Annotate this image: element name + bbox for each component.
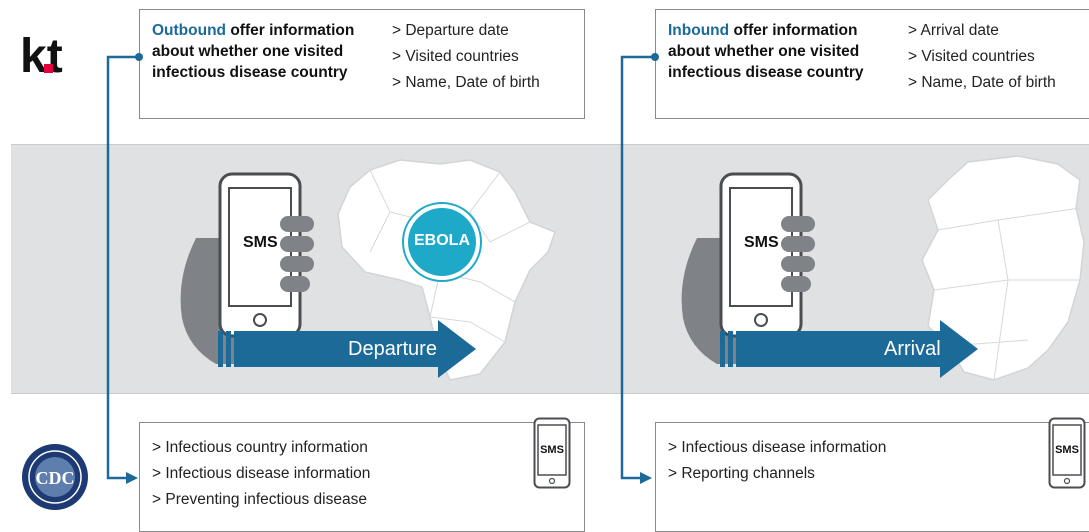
inbound-item: > Name, Date of birth [908,74,1056,91]
bottom-right-items: > Infectious disease information > Repor… [668,435,886,487]
cdc-info-box-right: > Infectious disease information > Repor… [655,422,1089,532]
cdc-logo: CDC [20,442,90,512]
inbound-item: > Visited countries [908,48,1035,65]
inbound-item: > Arrival date [908,22,999,39]
departure-arrow [218,320,478,378]
bottom-left-item: > Infectious country information [152,439,368,456]
bottom-left-item: > Preventing infectious disease [152,491,367,508]
ebola-label: EBOLA [414,232,470,249]
phone-icon-right: SMS [1048,417,1086,489]
phone-icon-left: SMS [533,417,571,489]
svg-text:kt: kt [20,30,63,80]
svg-text:CDC: CDC [36,468,75,488]
bottom-right-item: > Infectious disease information [668,439,887,456]
inbound-title-line2: about whether one visited [668,43,860,60]
outbound-items: > Departure date > Visited countries > N… [392,18,540,96]
bottom-left-items: > Infectious country information > Infec… [152,435,370,513]
outbound-title-line2: about whether one visited [152,43,344,60]
sms-label-left: SMS [243,234,278,251]
inbound-items: > Arrival date > Visited countries > Nam… [908,18,1056,96]
sms-label-right: SMS [744,234,779,251]
outbound-item: > Visited countries [392,48,519,65]
arrival-arrow [720,320,980,378]
departure-label: Departure [348,338,437,360]
phone-hand-left [176,168,326,368]
outbound-item: > Name, Date of birth [392,74,540,91]
ebola-badge: EBOLA [402,202,482,282]
phone-sms-label-left: SMS [540,444,564,456]
outbound-highlight: Outbound [152,22,227,39]
outbound-title-line3: infectious disease country [152,64,348,81]
arrival-label: Arrival [884,338,941,360]
bottom-right-item: > Reporting channels [668,465,815,482]
inbound-title-rest: offer information [733,22,858,39]
inbound-info-box: Inbound offer information about whether … [655,9,1089,119]
phone-sms-label-right: SMS [1055,444,1079,456]
outbound-info-box: Outbound offer information about whether… [139,9,585,119]
outbound-title-rest: offer information [230,22,355,39]
bottom-left-item: > Infectious disease information [152,465,371,482]
cdc-info-box-left: > Infectious country information > Infec… [139,422,585,532]
inbound-highlight: Inbound [668,22,730,39]
kt-logo: kt [18,30,78,83]
inbound-title-line3: infectious disease country [668,64,864,81]
korea-map [898,150,1088,388]
outbound-item: > Departure date [392,22,509,39]
